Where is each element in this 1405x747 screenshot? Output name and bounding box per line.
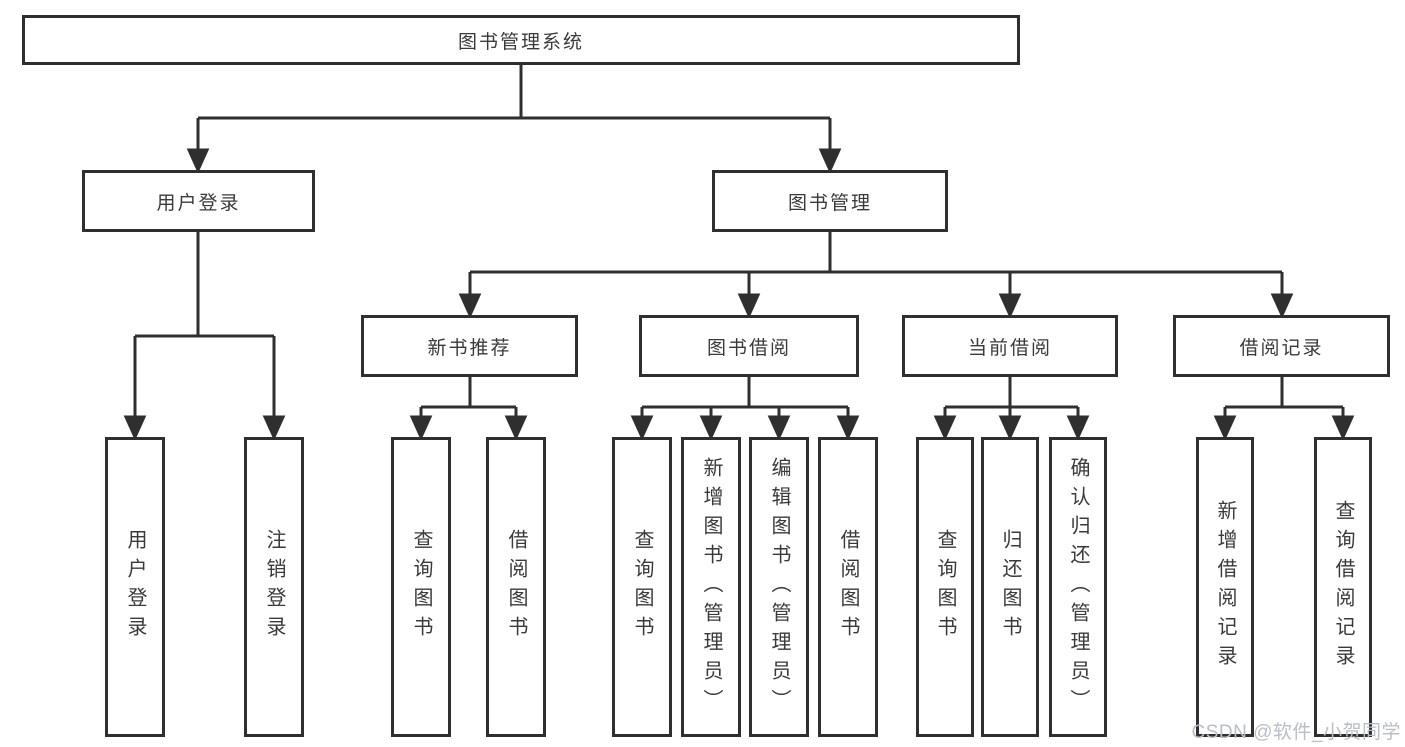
node-current-borrowing: 当前借阅	[902, 315, 1118, 377]
node-new-book-recommend: 新书推荐	[361, 315, 578, 377]
leaf-logout-login: 注销登录	[244, 437, 304, 737]
leaf-add-books-admin: 新增图书（管理员）	[681, 437, 741, 737]
leaf-add-borrow-record: 新增借阅记录	[1196, 437, 1254, 737]
node-book-borrowing: 图书借阅	[639, 315, 859, 377]
leaf-return-books: 归还图书	[981, 437, 1039, 737]
csdn-watermark: CSDN @软件_小贺同学	[1191, 722, 1401, 743]
leaf-query-books-borrowing: 查询图书	[612, 437, 672, 737]
leaf-query-books-current: 查询图书	[916, 437, 974, 737]
node-book-management: 图书管理	[712, 170, 948, 232]
node-user-login: 用户登录	[82, 170, 315, 232]
leaf-user-login: 用户登录	[105, 437, 165, 737]
leaf-query-borrow-record: 查询借阅记录	[1314, 437, 1372, 737]
leaf-confirm-return-admin: 确认归还（管理员）	[1049, 437, 1107, 737]
leaf-borrow-books-recommend: 借阅图书	[486, 437, 546, 737]
leaf-borrow-books-borrowing: 借阅图书	[818, 437, 878, 737]
node-library-management-system: 图书管理系统	[22, 15, 1020, 65]
leaf-edit-books-admin: 编辑图书（管理员）	[749, 437, 809, 737]
node-borrowing-records: 借阅记录	[1173, 315, 1390, 377]
leaf-query-books-recommend: 查询图书	[391, 437, 451, 737]
